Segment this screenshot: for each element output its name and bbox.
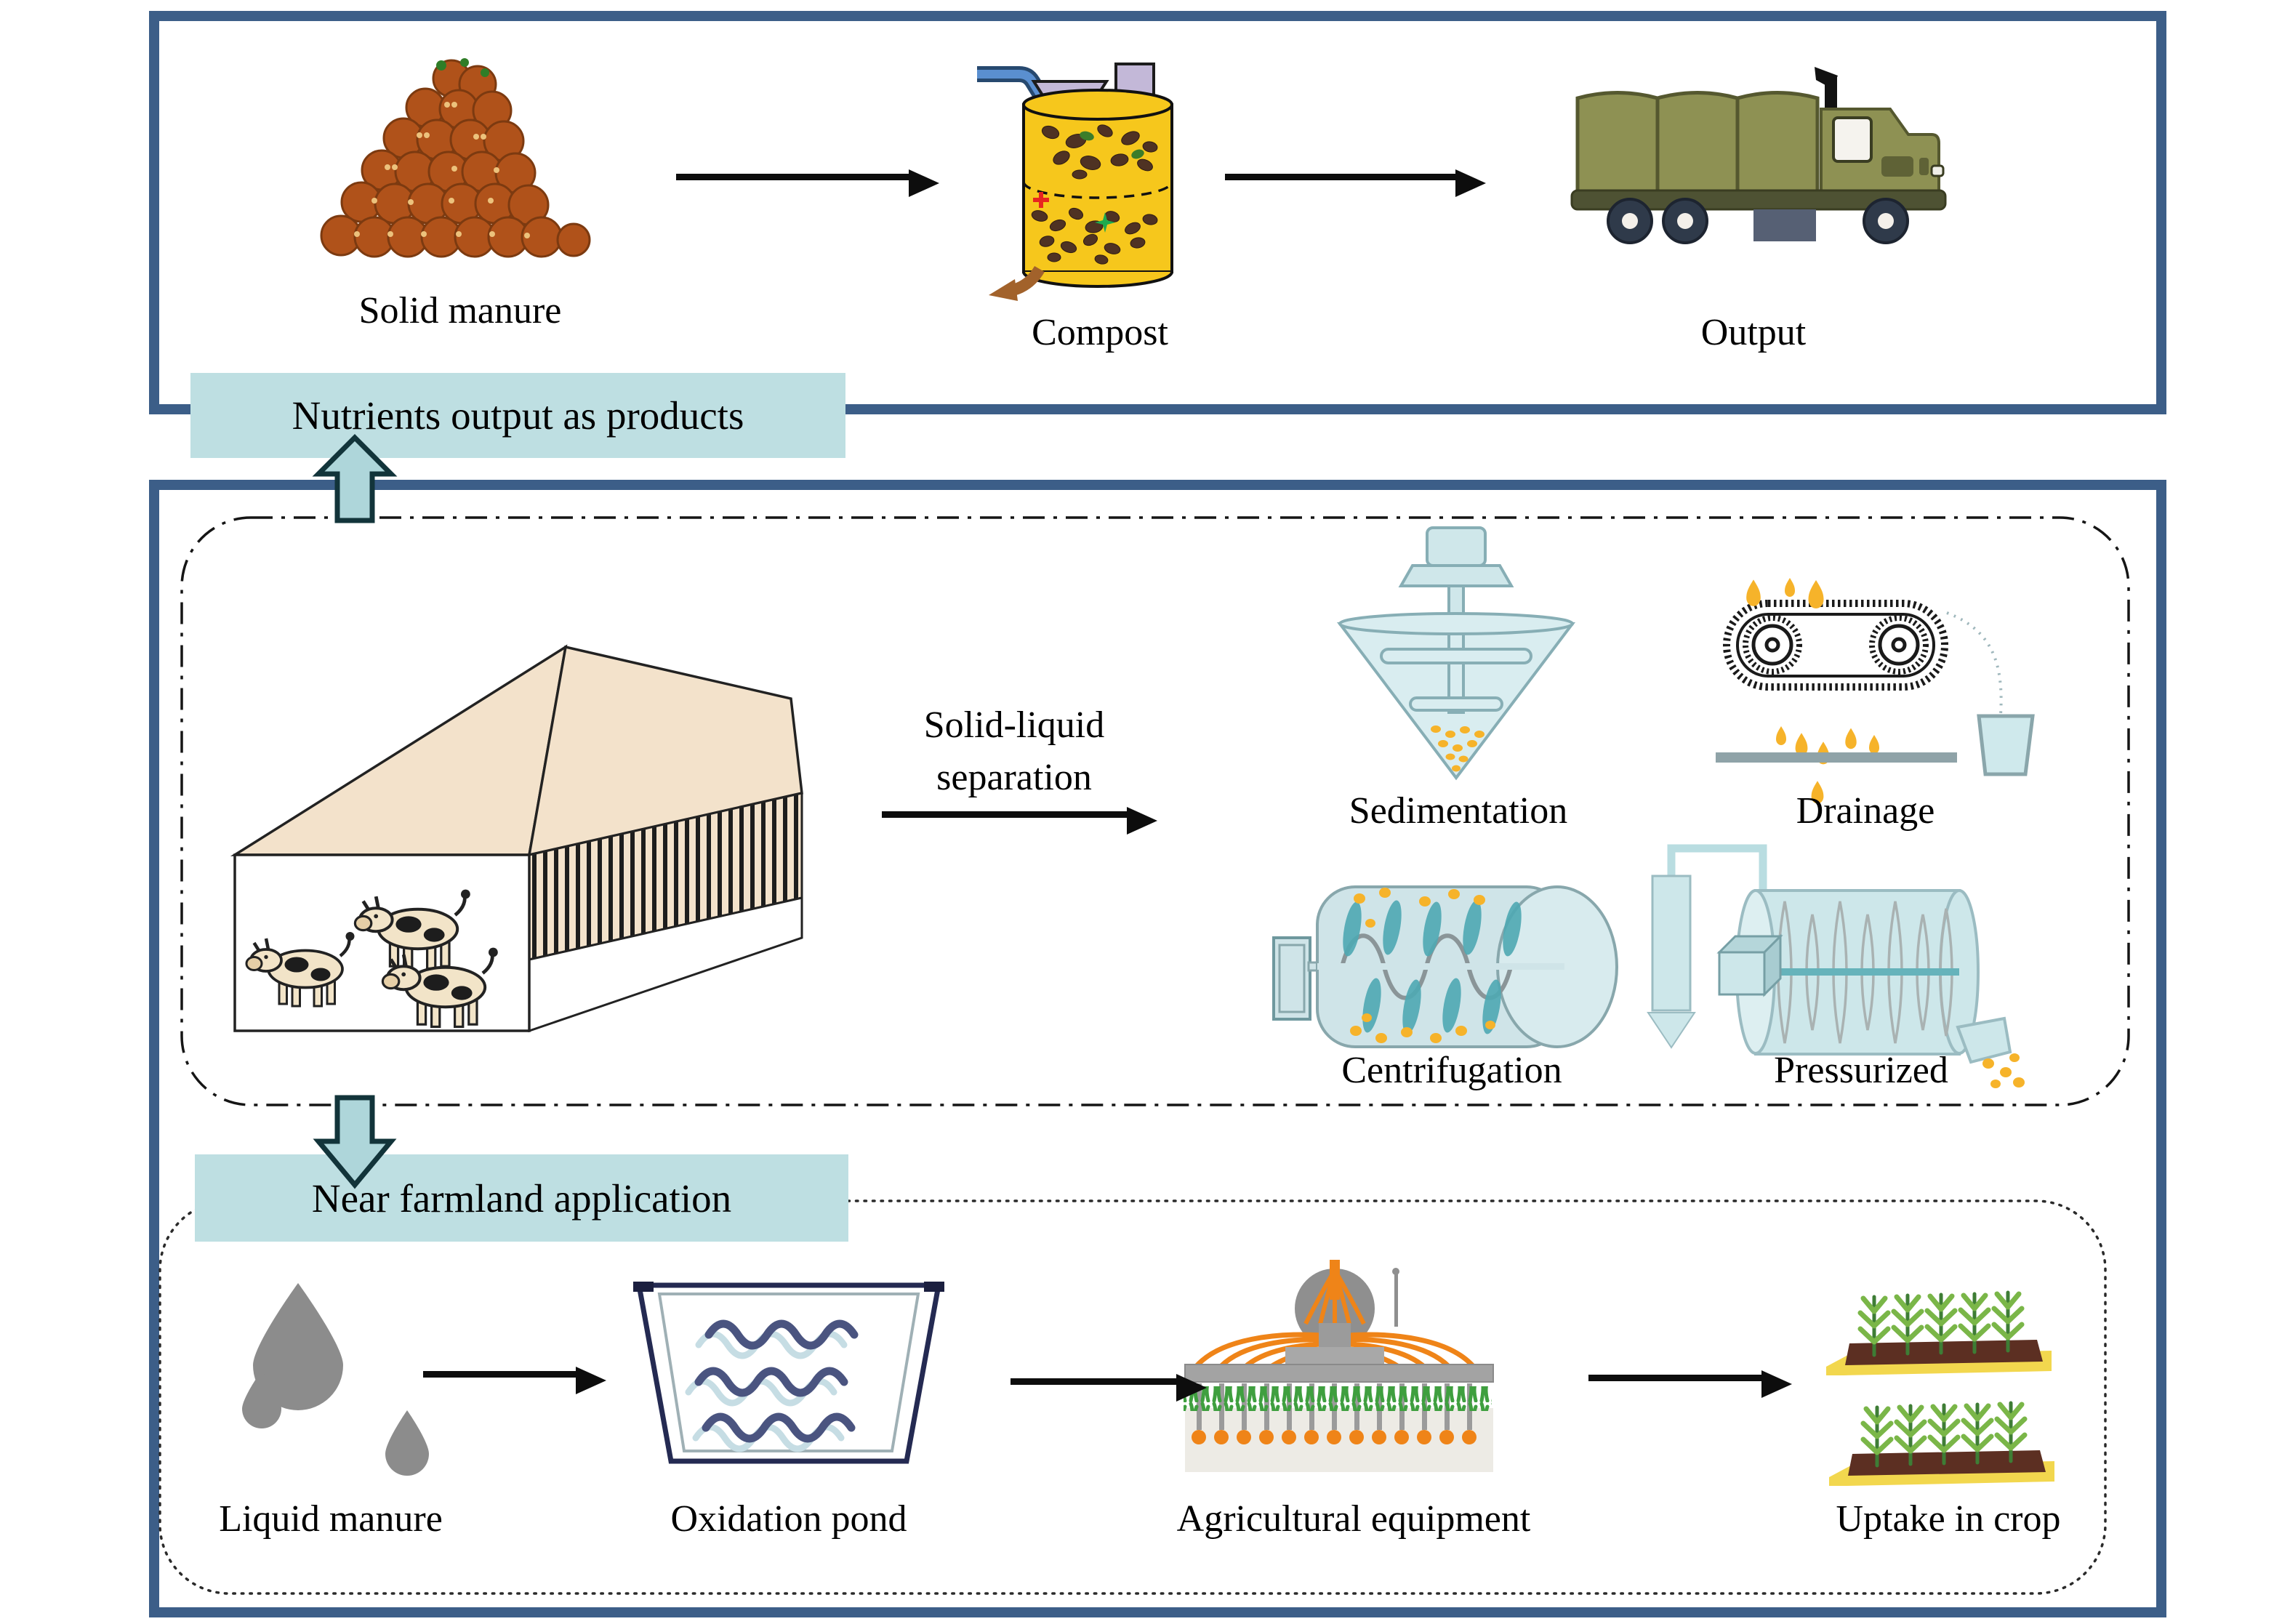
separation-dashdot-border (180, 516, 2130, 1106)
arrow-compost-to-output (1225, 169, 1486, 197)
block-arrow-up-icon (312, 434, 398, 523)
label-centrifugation: Centrifugation (1341, 1050, 1562, 1091)
application-dotted-border (158, 1199, 2107, 1595)
compost-drum-icon (977, 63, 1173, 301)
label-uptake-in-crop: Uptake in crop (1836, 1498, 2061, 1540)
label-oxidation-pond: Oxidation pond (670, 1498, 907, 1540)
label-sedimentation: Sedimentation (1349, 790, 1568, 832)
tag-nutrients-output: Nutrients output as products (190, 373, 845, 458)
truck-icon (1570, 67, 1947, 244)
injector-icon (1184, 1260, 1494, 1472)
tag-near-farmland: Near farmland application (195, 1154, 848, 1242)
pond-icon (633, 1282, 944, 1464)
arrow-manure-to-compost (676, 169, 939, 197)
cow-barn-icon (230, 644, 803, 1033)
label-agricultural-equipment: Agricultural equipment (1176, 1498, 1531, 1540)
label-solid-manure: Solid manure (358, 290, 562, 331)
crop-rows-icon (1826, 1266, 2059, 1484)
arrow-manure-to-pond (423, 1367, 606, 1394)
conveyor-drainage-icon (1716, 578, 2035, 804)
arrow-pond-to-equipment (1011, 1374, 1207, 1402)
label-liquid-manure: Liquid manure (219, 1498, 443, 1540)
sedimentation-cone-icon (1336, 526, 1576, 781)
label-drainage: Drainage (1796, 790, 1935, 832)
label-compost: Compost (1032, 312, 1168, 353)
droplets-icon (242, 1283, 429, 1476)
arrow-separation (882, 807, 1157, 835)
label-output: Output (1700, 312, 1807, 353)
tag-nutrients-output-label: Nutrients output as products (292, 393, 744, 438)
label-pressurized: Pressurized (1774, 1050, 1948, 1091)
manure-pile-icon (320, 58, 591, 258)
arrow-equipment-to-crop (1588, 1370, 1792, 1398)
tag-near-farmland-label: Near farmland application (311, 1175, 732, 1221)
label-solid-liquid-separation: Solid-liquid separation (923, 704, 1105, 798)
block-arrow-down-icon (313, 1095, 397, 1189)
pressurized-screw-icon (1647, 844, 2025, 1088)
centrifuge-icon (1272, 885, 1618, 1048)
